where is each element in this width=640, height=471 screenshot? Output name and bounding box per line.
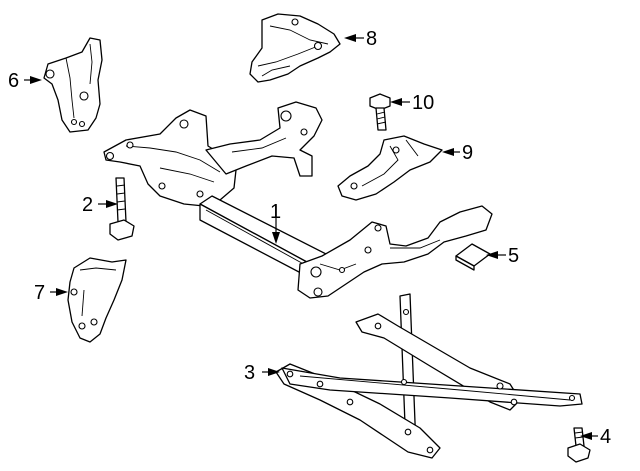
part-2-long-bolt: [109, 177, 135, 241]
part-8-upper-bracket: [249, 13, 341, 83]
part-7-mount-bracket: [67, 257, 127, 343]
part-10-bolt: [369, 93, 391, 131]
part-6-mount-bracket: [43, 37, 103, 133]
callout-6: 6: [8, 70, 19, 92]
callout-leaders: [24, 34, 598, 440]
part-3-x-brace: [275, 293, 583, 459]
callout-2: 2: [82, 194, 93, 216]
callout-1: 1: [270, 201, 281, 223]
callout-3: 3: [244, 362, 255, 384]
part-5-pad: [455, 243, 491, 271]
callout-7: 7: [34, 282, 45, 304]
part-4-short-bolt: [567, 427, 591, 463]
callout-4: 4: [600, 426, 611, 448]
callout-5: 5: [508, 245, 519, 267]
callout-10: 10: [412, 92, 434, 114]
callout-9: 9: [462, 142, 473, 164]
part-9-side-bracket: [337, 135, 443, 201]
callout-8: 8: [366, 28, 377, 50]
part-1-crossmember: [103, 101, 493, 299]
